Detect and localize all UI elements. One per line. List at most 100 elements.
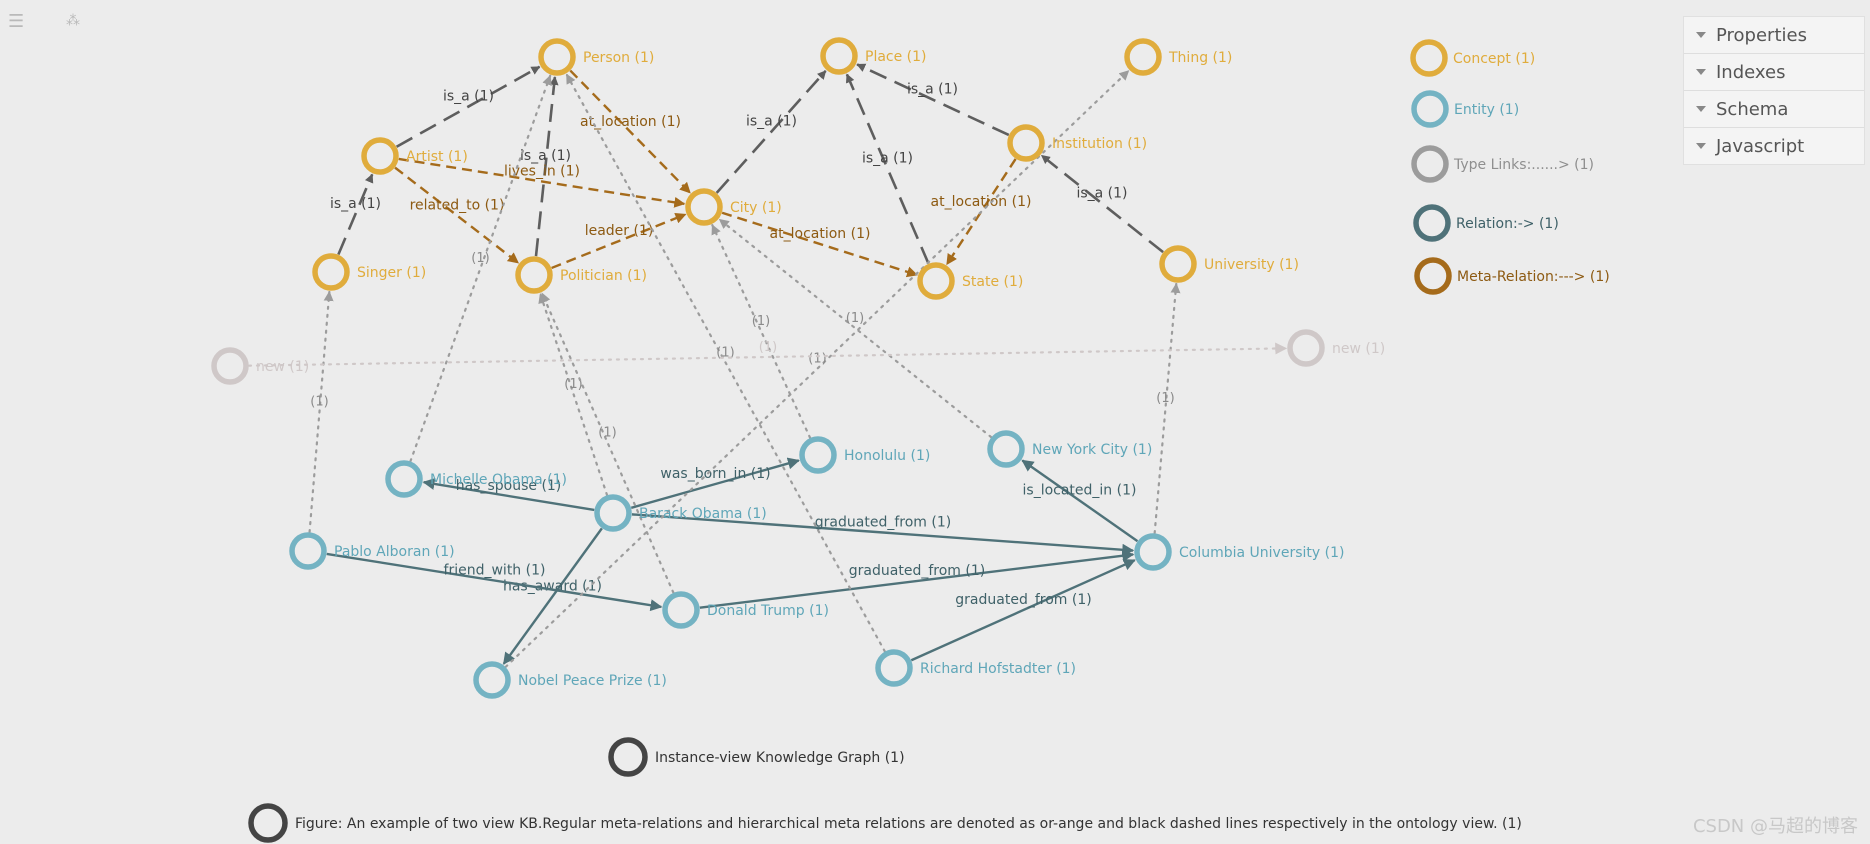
edge-label: friend_with (1) <box>444 563 546 579</box>
edge-line <box>715 70 827 194</box>
edge-isa-artist-person[interactable]: is_a (1) <box>395 65 541 148</box>
node-pablo[interactable]: Pablo Alboran (1) <box>289 532 455 570</box>
edge-rel-barack-nobel[interactable]: has_award (1) <box>502 527 603 665</box>
side-panel: Properties Indexes Schema Javascript <box>1683 16 1865 165</box>
edge-label: is_a (1) <box>1076 186 1127 202</box>
node-ring <box>1007 124 1045 162</box>
node-person[interactable]: Person (1) <box>538 38 654 76</box>
edge-label: (1) <box>759 340 777 355</box>
edge-rel-barack-honolulu[interactable]: was_born_in (1) <box>630 457 800 509</box>
node-thing[interactable]: Thing (1) <box>1124 38 1232 76</box>
legend-item-relation[interactable]: Relation:-> (1) <box>1413 204 1559 242</box>
legend-swatch <box>1414 257 1452 295</box>
edge-type-nyc-city[interactable]: (1) <box>718 218 993 439</box>
edge-meta-city-state[interactable]: at_location (1) <box>721 211 918 278</box>
edge-label: is_a (1) <box>443 89 494 105</box>
edge-isa-institution-place[interactable]: is_a (1) <box>856 63 1010 137</box>
node-ring <box>289 532 327 570</box>
edge-isa-university-institution[interactable]: is_a (1) <box>1040 154 1164 254</box>
node-barack[interactable]: Barack Obama (1) <box>594 494 767 532</box>
edge-rel-barack-michelle[interactable]: has_spouse (1) <box>422 478 595 512</box>
node-michelle[interactable]: Michelle Obama (1) <box>385 460 567 498</box>
caret-down-icon <box>1696 69 1706 75</box>
edge-new-new1-new2[interactable]: (1) <box>247 340 1288 367</box>
edge-rel-trump-columbia[interactable]: graduated_from (1) <box>699 549 1135 609</box>
node-label: Nobel Peace Prize (1) <box>518 673 667 689</box>
node-institution[interactable]: Institution (1) <box>1007 124 1147 162</box>
edge-type-honolulu-city[interactable]: (1) <box>711 224 812 439</box>
panel-item-indexes[interactable]: Indexes <box>1684 54 1864 91</box>
edge-line <box>395 65 541 148</box>
edge-type-columbia-university[interactable]: (1) <box>1153 282 1181 535</box>
panel-item-javascript[interactable]: Javascript <box>1684 128 1864 164</box>
edge-label: (1) <box>598 426 616 441</box>
edge-meta-institution-state[interactable]: at_location (1) <box>931 158 1032 266</box>
edge-meta-artist-politician[interactable]: related_to (1) <box>394 166 520 264</box>
edge-type-barack-politician[interactable]: (1) <box>538 292 609 497</box>
edge-type-nobel-thing[interactable]: (1) <box>504 69 1130 668</box>
node-nobel[interactable]: Nobel Peace Prize (1) <box>473 661 667 699</box>
edge-line <box>1021 459 1139 543</box>
edge-meta-person-city[interactable]: at_location (1) <box>569 69 691 194</box>
edge-meta-artist-city[interactable]: lives_in (1) <box>398 157 686 208</box>
node-ring <box>685 188 723 226</box>
edge-isa-singer-artist[interactable]: is_a (1) <box>330 173 381 256</box>
node-new1[interactable]: new (1) <box>211 347 309 385</box>
node-ring <box>1287 329 1325 367</box>
edge-type-richard-person[interactable]: (1) <box>565 73 886 653</box>
edge-rel-barack-columbia[interactable]: graduated_from (1) <box>631 513 1135 556</box>
edge-isa-politician-person[interactable]: is_a (1) <box>520 75 571 257</box>
panel-item-schema[interactable]: Schema <box>1684 91 1864 128</box>
node-new2[interactable]: new (1) <box>1287 329 1385 367</box>
edge-line <box>398 157 686 208</box>
edge-line <box>1153 282 1181 535</box>
legend-item-concept[interactable]: Concept (1) <box>1410 39 1535 77</box>
edge-isa-city-place[interactable]: is_a (1) <box>715 70 827 194</box>
legend-item-type_link[interactable]: Type Links:......> (1) <box>1411 145 1594 183</box>
node-politician[interactable]: Politician (1) <box>515 256 647 294</box>
edge-rel-columbia-nyc[interactable]: is_located_in (1) <box>1021 459 1139 543</box>
node-honolulu[interactable]: Honolulu (1) <box>799 436 930 474</box>
legend-item-meta_relation[interactable]: Meta-Relation:---> (1) <box>1414 257 1610 295</box>
legend-swatch <box>1413 204 1451 242</box>
node-label: Richard Hofstadter (1) <box>920 661 1076 677</box>
edge-isa-state-place[interactable]: is_a (1) <box>845 73 930 265</box>
panel-item-label: Properties <box>1716 24 1807 46</box>
edge-line <box>326 552 663 612</box>
node-richard[interactable]: Richard Hofstadter (1) <box>875 649 1076 687</box>
panel-item-label: Indexes <box>1716 61 1786 83</box>
node-artist[interactable]: Artist (1) <box>361 137 468 175</box>
legend-label: Type Links:......> (1) <box>1453 157 1594 173</box>
node-ring <box>538 38 576 76</box>
node-singer[interactable]: Singer (1) <box>312 253 426 291</box>
legend-swatch <box>1411 145 1449 183</box>
node-state[interactable]: State (1) <box>917 262 1023 300</box>
legend-item-entity[interactable]: Entity (1) <box>1411 90 1519 128</box>
node-place[interactable]: Place (1) <box>820 37 927 75</box>
edge-label: is_a (1) <box>330 196 381 212</box>
legend-swatch <box>1411 90 1449 128</box>
legend-label: Meta-Relation:---> (1) <box>1457 269 1610 285</box>
node-columbia[interactable]: Columbia University (1) <box>1134 533 1344 571</box>
edge-meta-politician-city[interactable]: leader (1) <box>551 212 687 270</box>
node-figure[interactable]: Figure: An example of two view KB.Regula… <box>248 803 1522 843</box>
panel-item-properties[interactable]: Properties <box>1684 17 1864 54</box>
edge-label: (1) <box>846 311 864 326</box>
edge-label: was_born_in (1) <box>660 466 770 482</box>
node-instance[interactable]: Instance-view Knowledge Graph (1) <box>608 737 905 777</box>
edge-rel-pablo-trump[interactable]: friend_with (1) <box>326 552 663 612</box>
edge-line <box>394 166 520 264</box>
edge-type-michelle-person[interactable]: (1) <box>409 74 552 463</box>
graph-layout-icon[interactable]: ⁂ <box>66 13 80 29</box>
node-city[interactable]: City (1) <box>685 188 782 226</box>
edge-type-trump-politician[interactable]: (1) <box>540 292 675 594</box>
edge-type-pablo-singer[interactable]: (1) <box>308 290 334 534</box>
node-ring <box>917 262 955 300</box>
edge-rel-richard-columbia[interactable]: graduated_from (1) <box>910 559 1136 662</box>
node-nyc[interactable]: New York City (1) <box>987 430 1152 468</box>
menu-icon[interactable]: ☰ <box>8 11 25 32</box>
node-university[interactable]: University (1) <box>1159 245 1299 283</box>
node-ring <box>473 661 511 699</box>
node-trump[interactable]: Donald Trump (1) <box>662 591 829 629</box>
